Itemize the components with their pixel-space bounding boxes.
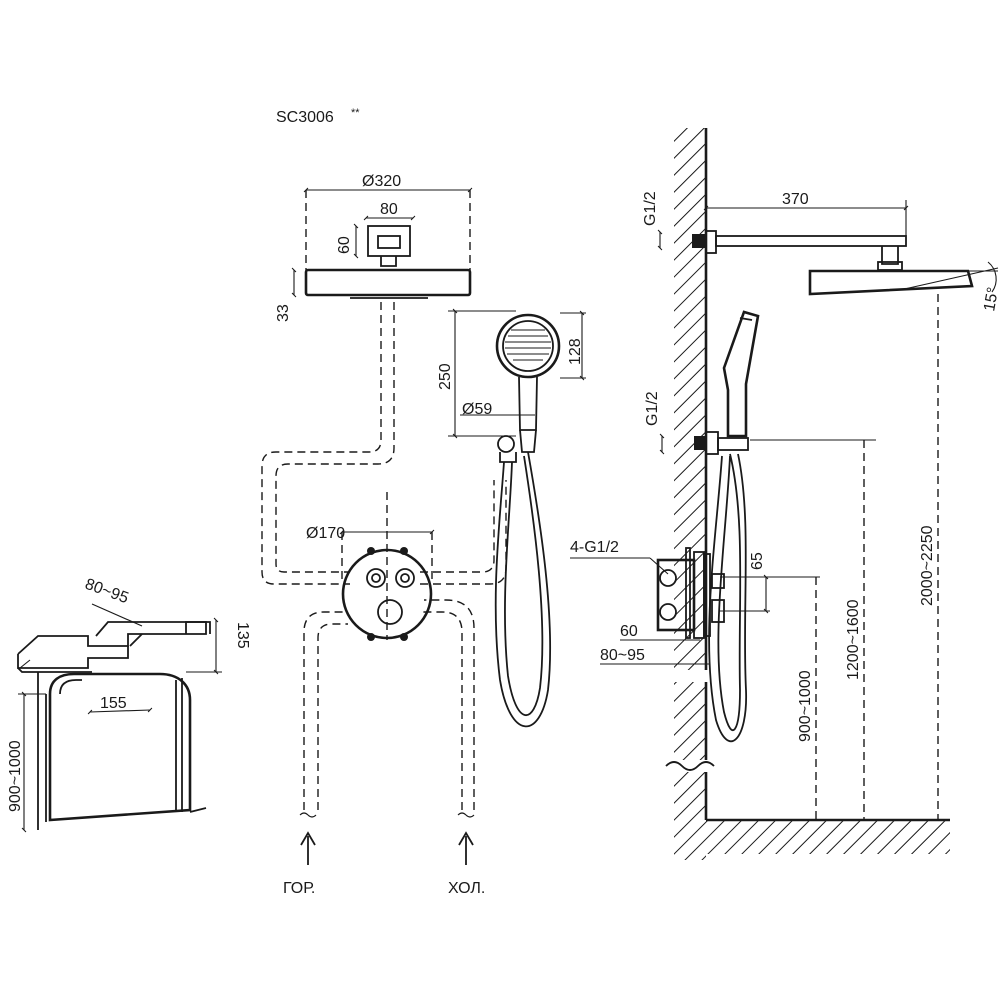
hand-holder [497,435,515,453]
dim-depth: 80~95 [600,647,645,664]
dim-hand-length: 250 [437,363,454,390]
valve-plate [341,548,433,640]
niche-view: 80~95 135 155 900~1000 [7,576,251,833]
valve-button-left [366,568,386,588]
model-code-suffix: ** [351,107,360,119]
dim-65: 65 [749,552,766,570]
thread-top: G1/2 [642,191,659,226]
dim-arm-height: 60 [336,236,353,254]
dim-angle: 15° [981,286,1000,313]
shower-head [304,268,472,297]
front-view: Ø320 80 60 33 Ø170 [261,173,586,897]
dim-arm-width: 80 [380,201,398,218]
label-cold: ХОЛ. [448,880,485,897]
dim-valve-diameter: Ø170 [306,525,345,542]
side-hand-holder [717,437,749,451]
model-code-text: SC3006 [276,109,334,126]
dim-ports: 4-G1/2 [570,539,619,556]
niche-block [48,672,192,822]
dim-niche-height: 135 [234,622,251,649]
dim-head-height-side: 2000~2250 [919,525,936,606]
side-hand-shower [722,310,760,438]
model-code: SC3006 ** [276,107,360,126]
dim-arm-length: 370 [782,191,809,208]
dim-valve-height: 900~1000 [797,670,814,742]
side-view: G1/2 370 15° G1/2 4-G1/2 [570,128,1000,860]
label-hot: ГОР. [283,880,315,897]
dim-niche-width: 155 [100,695,127,712]
dim-head-height: 33 [275,304,292,322]
thread-mid: G1/2 [644,391,661,426]
floor [706,820,950,854]
dim-niche-install: 900~1000 [7,740,24,812]
dim-60: 60 [620,623,638,640]
valve-button-right [395,568,415,588]
shower-arm [715,235,907,247]
hand-shower-head [495,313,561,379]
arm-flange [367,225,411,257]
side-shower-head [808,269,974,296]
dim-head-diameter: Ø320 [362,173,401,190]
dim-hand-diameter: Ø59 [462,401,492,418]
dim-hand-head: 128 [567,338,584,365]
dim-niche-depth: 80~95 [83,576,131,607]
valve-knob [377,599,403,625]
dim-holder-height: 1200~1600 [845,599,862,680]
